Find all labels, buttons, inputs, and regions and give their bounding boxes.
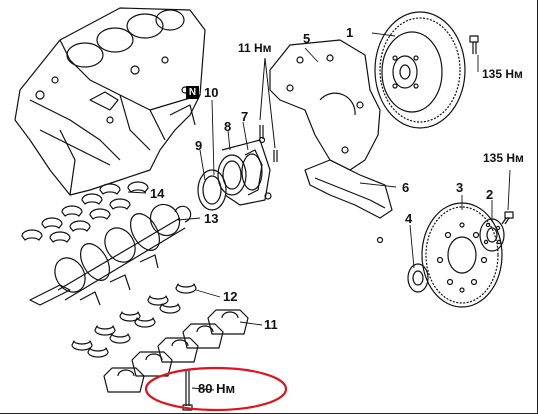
callout-5: 5: [303, 31, 311, 46]
flywheel-cover: [304, 159, 393, 244]
callout-10: 10: [204, 85, 219, 100]
callout-14: 14: [150, 186, 165, 201]
callout-11: 11: [264, 317, 278, 332]
spacer-ring: [407, 263, 429, 293]
pressure-plate: [479, 218, 505, 252]
torque-top-bolt: 11 Нм: [238, 41, 272, 55]
engine-block: [14, 7, 206, 196]
flywheel: [374, 11, 466, 129]
small-bolts: [259, 125, 278, 162]
highlight-ellipse: [144, 366, 288, 412]
torque-plate-bolt: 135 Нм: [483, 151, 524, 165]
main-bearing-caps: [103, 309, 249, 393]
lower-bearing-shells: [71, 283, 197, 358]
engine-backplate: [269, 39, 381, 171]
torque-main-cap-bolt: 80 Нм: [198, 381, 236, 396]
leader-lines: [127, 32, 511, 391]
upper-bearing-shells: [21, 181, 149, 243]
callout-12: 12: [223, 289, 238, 304]
callout-13: 13: [204, 211, 219, 226]
plate-bolt: [501, 211, 514, 225]
n-marker: N: [186, 86, 199, 99]
callout-4: 4: [405, 211, 413, 226]
callout-3: 3: [456, 180, 464, 195]
flywheel-bolt: [469, 35, 479, 54]
torque-flywheel-bolt: 135 Нм: [482, 67, 523, 81]
callout-2: 2: [486, 187, 494, 202]
callout-7: 7: [241, 109, 249, 124]
rear-seal-assembly: [197, 136, 272, 211]
main-cap-bolt: [182, 370, 193, 411]
crankshaft: [29, 203, 192, 306]
callout-8: 8: [224, 119, 232, 134]
callout-1: 1: [346, 25, 354, 40]
callout-9: 9: [195, 138, 203, 153]
callout-6: 6: [402, 180, 410, 195]
